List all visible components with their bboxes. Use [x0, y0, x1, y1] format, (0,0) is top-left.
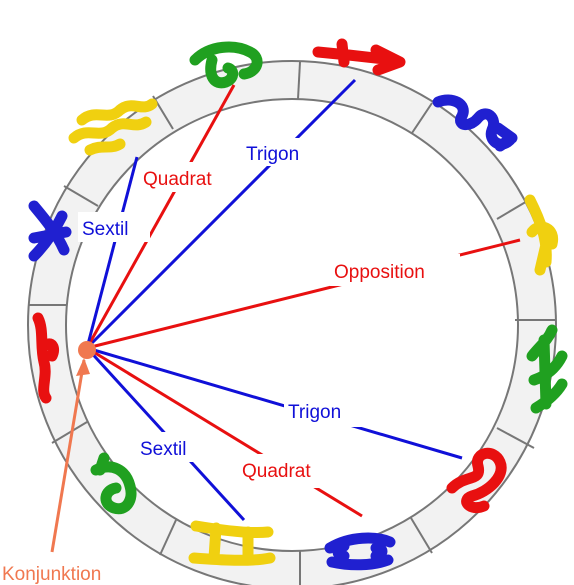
konjunktion-arrow: [50, 359, 86, 553]
virgo-glyph-icon: [526, 324, 568, 414]
scorpio-glyph-icon: [432, 94, 518, 152]
sextil-top-label: Sextil: [82, 219, 128, 240]
trigon-top-line: [85, 78, 357, 350]
divider: [297, 61, 301, 100]
sextil-top-line: [85, 156, 139, 349]
quadrat-top-line: [85, 84, 236, 349]
capricorn-glyph-icon: [189, 41, 263, 89]
divider: [496, 427, 535, 449]
divider: [159, 519, 177, 556]
konjunktion-label: Konjunktion: [2, 564, 101, 585]
aries-glyph-icon: [32, 312, 60, 404]
divider: [51, 421, 88, 444]
trigon-top-label: Trigon: [246, 144, 299, 165]
gemini-glyph-icon: [188, 520, 276, 566]
cancer-glyph-icon: [324, 532, 396, 571]
pisces-glyph-icon: [28, 200, 72, 262]
divider: [63, 185, 99, 207]
divider: [496, 199, 530, 220]
konjunktion-arrowhead-icon: [76, 358, 90, 376]
quadrat-bottom-label: Quadrat: [242, 461, 311, 482]
divider: [410, 517, 433, 554]
opposition-label: Opposition: [334, 262, 425, 283]
leo-glyph-icon: [446, 447, 507, 514]
aquarius-glyph-icon: [68, 98, 158, 156]
trigon-bottom-label: Trigon: [288, 402, 341, 423]
divider: [411, 102, 433, 134]
sextil-bottom-label: Sextil: [140, 439, 186, 460]
konjunktion-point: [78, 341, 96, 359]
libra-glyph-icon: [524, 194, 559, 276]
sagittarius-glyph-icon: [312, 38, 406, 76]
quadrat-top-label: Quadrat: [143, 169, 212, 190]
taurus-glyph-icon: [90, 452, 137, 515]
trigon-bottom-line: [86, 346, 463, 460]
